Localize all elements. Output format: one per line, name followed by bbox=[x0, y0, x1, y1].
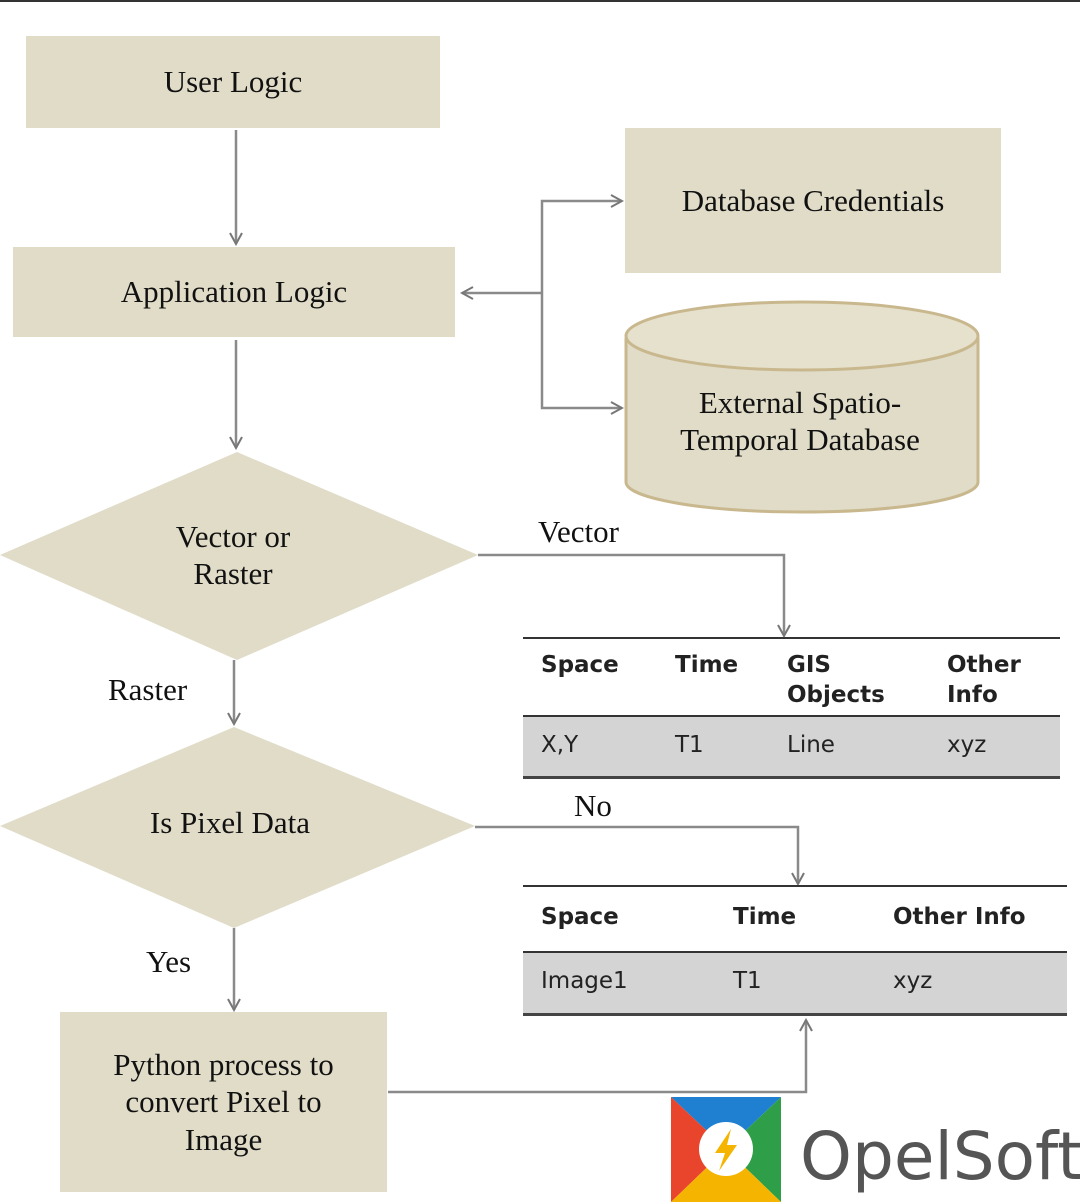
vector-data-table: Space Time GIS Objects Other Info X,Y T1… bbox=[523, 637, 1060, 779]
decision-vector-or-raster-shape bbox=[0, 452, 478, 660]
application-logic-box: Application Logic bbox=[13, 247, 455, 337]
top-border-line bbox=[0, 0, 1080, 2]
python-process-label: Python process to convert Pixel to Image bbox=[113, 1047, 334, 1157]
database-credentials-box: Database Credentials bbox=[625, 128, 1001, 273]
edge-label-yes: Yes bbox=[146, 944, 192, 979]
edge-label-vector: Vector bbox=[538, 514, 619, 549]
vector-cell-space: X,Y bbox=[541, 732, 579, 758]
raster-data-table: Space Time Other Info Image1 T1 xyz bbox=[523, 885, 1067, 1017]
database-credentials-label: Database Credentials bbox=[681, 182, 945, 218]
arrow-python-to-table bbox=[388, 1020, 806, 1094]
user-logic-box: User Logic bbox=[26, 36, 440, 128]
raster-cell-other-info: xyz bbox=[893, 968, 933, 994]
table-row: Image1 T1 xyz bbox=[523, 953, 1067, 1016]
vector-cell-time: T1 bbox=[675, 732, 704, 758]
arrow-vector-branch bbox=[478, 553, 784, 636]
raster-header-time: Time bbox=[733, 904, 797, 930]
edge-label-raster: Raster bbox=[108, 672, 188, 707]
vector-header-space: Space bbox=[541, 652, 619, 678]
raster-header-other-info: Other Info bbox=[893, 904, 1026, 930]
is-pixel-data-label: Is Pixel Data bbox=[149, 805, 311, 840]
python-process-box: Python process to convert Pixel to Image bbox=[60, 1012, 387, 1192]
vector-header-gis-objects: GIS Objects bbox=[787, 652, 885, 708]
raster-cell-space: Image1 bbox=[541, 968, 628, 994]
external-database-cylinder bbox=[624, 300, 980, 514]
opelsoft-logo-icon bbox=[671, 1097, 781, 1202]
raster-header-space: Space bbox=[541, 904, 619, 930]
user-logic-label: User Logic bbox=[163, 64, 303, 100]
application-logic-label: Application Logic bbox=[120, 274, 348, 310]
vector-cell-gis-object: Line bbox=[787, 732, 835, 758]
vector-header-other-info: Other Info bbox=[947, 652, 1021, 708]
table-row: X,Y T1 Line xyz bbox=[523, 717, 1060, 779]
raster-table-header: Space Time Other Info bbox=[523, 885, 1067, 954]
external-db-label: External Spatio- Temporal Database bbox=[680, 385, 920, 458]
arrow-no-branch bbox=[475, 825, 798, 884]
vector-cell-other-info: xyz bbox=[947, 732, 987, 758]
opelsoft-logo-text: OpelSoft bbox=[800, 1118, 1080, 1195]
vector-table-header: Space Time GIS Objects Other Info bbox=[523, 637, 1060, 718]
edge-label-no: No bbox=[574, 788, 612, 823]
vector-header-time: Time bbox=[675, 652, 739, 678]
vector-or-raster-label: Vector or Raster bbox=[175, 519, 291, 592]
raster-cell-time: T1 bbox=[733, 968, 762, 994]
decision-is-pixel-data-shape bbox=[0, 727, 475, 928]
arrow-to-credentials bbox=[540, 201, 622, 293]
arrow-to-external-db bbox=[540, 293, 622, 408]
